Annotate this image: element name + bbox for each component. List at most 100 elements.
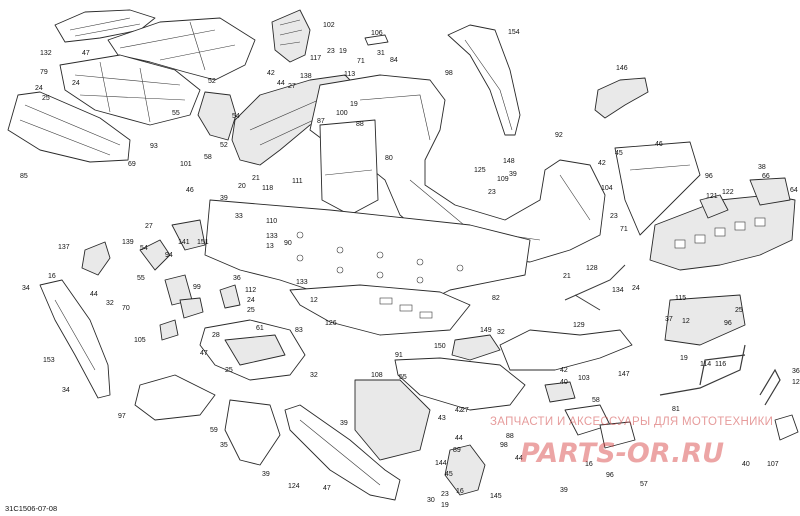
callout-43: 43 <box>438 415 446 422</box>
callout-112: 112 <box>245 287 256 294</box>
callout-39: 39 <box>220 195 228 202</box>
callout-25: 25 <box>735 307 743 314</box>
rear-tube-frame <box>659 344 781 406</box>
callout-145: 145 <box>490 493 502 500</box>
callout-148: 148 <box>503 158 515 165</box>
callout-114: 114 <box>700 361 711 368</box>
footpeg-cover-97 <box>134 374 216 421</box>
callout-149: 149 <box>480 327 492 334</box>
lower-left-panel-59 <box>224 399 281 466</box>
callout-24: 24 <box>247 297 255 304</box>
callout-90: 90 <box>284 240 292 247</box>
callout-34: 34 <box>22 285 30 292</box>
long-side-rail <box>447 24 521 136</box>
callout-44: 44 <box>90 291 98 298</box>
callout-38: 38 <box>758 164 766 171</box>
callout-39: 39 <box>560 487 568 494</box>
callout-146: 146 <box>616 65 628 72</box>
small-tray-121 <box>699 194 729 219</box>
callout-85: 85 <box>20 173 28 180</box>
callout-71: 71 <box>620 226 628 233</box>
callout-102: 102 <box>323 22 335 29</box>
callout-107: 107 <box>767 461 779 468</box>
callout-labels: 132 47 79 24 25 24 85 52 55 93 69 102 11… <box>20 22 800 509</box>
callout-21: 21 <box>252 175 260 182</box>
callout-128: 128 <box>586 265 598 272</box>
callout-33: 33 <box>235 213 243 220</box>
callout-109: 109 <box>497 176 509 183</box>
callout-144: 144 <box>435 460 447 467</box>
bracket-149 <box>451 334 501 361</box>
callout-16: 16 <box>48 273 56 280</box>
callout-55: 55 <box>172 110 180 117</box>
callout-42: 42 <box>455 407 463 414</box>
callout-23: 23 <box>441 491 449 498</box>
callout-64: 64 <box>790 187 798 194</box>
bracket-40 <box>544 381 576 403</box>
callout-40: 40 <box>742 461 750 468</box>
callout-84: 84 <box>390 57 398 64</box>
callout-91: 91 <box>395 352 403 359</box>
small-clip-106 <box>364 34 389 46</box>
callout-45: 45 <box>615 150 623 157</box>
callout-111: 111 <box>292 178 303 185</box>
callout-55: 55 <box>137 275 145 282</box>
callout-52: 52 <box>208 78 216 85</box>
callout-19: 19 <box>441 502 449 509</box>
callout-121: 121 <box>706 193 718 200</box>
callout-124: 124 <box>288 483 300 490</box>
callout-23: 23 <box>610 213 618 220</box>
callout-47: 47 <box>82 50 90 57</box>
callout-87: 87 <box>317 118 325 125</box>
rear-bracket-146 <box>594 77 649 119</box>
callout-108: 108 <box>371 372 383 379</box>
instrument-support <box>197 91 237 141</box>
callout-154: 154 <box>508 29 520 36</box>
bracket-112 <box>219 284 241 309</box>
callout-71: 71 <box>357 58 365 65</box>
floor-panel <box>204 199 531 306</box>
callout-39: 39 <box>509 171 517 178</box>
callout-55: 55 <box>399 374 407 381</box>
callout-21: 21 <box>563 273 571 280</box>
callout-40: 40 <box>560 379 568 386</box>
callout-93: 93 <box>150 143 158 150</box>
callout-36: 36 <box>233 275 241 282</box>
callout-97: 97 <box>118 413 126 420</box>
callout-88: 88 <box>356 121 364 128</box>
rear-reflector-40 <box>774 414 799 441</box>
side-wing-panel <box>7 91 131 163</box>
callout-133: 133 <box>296 279 308 286</box>
rear-flap-96 <box>614 141 701 236</box>
callout-46: 46 <box>655 141 663 148</box>
long-side-bar-147 <box>499 329 633 371</box>
center-cover-88 <box>319 119 379 216</box>
lower-floor-panel <box>289 284 471 336</box>
callout-88: 88 <box>506 433 514 440</box>
callout-113: 113 <box>344 71 355 78</box>
callout-39: 39 <box>262 471 270 478</box>
callout-80: 80 <box>385 155 393 162</box>
watermark-logo: PARTS-OR.RU <box>520 438 724 469</box>
bracket-134 <box>564 264 626 311</box>
callout-118: 118 <box>262 185 273 192</box>
callout-12: 12 <box>792 379 800 386</box>
callout-57: 57 <box>640 481 648 488</box>
callout-54: 54 <box>232 113 240 120</box>
callout-89: 89 <box>453 447 461 454</box>
callout-126: 126 <box>325 320 337 327</box>
clip-105 <box>159 319 179 341</box>
callout-66: 66 <box>762 173 770 180</box>
callout-110: 110 <box>266 218 277 225</box>
callout-16: 16 <box>456 488 464 495</box>
callout-92: 92 <box>555 132 563 139</box>
callout-52: 52 <box>220 142 228 149</box>
callout-59: 59 <box>210 427 218 434</box>
rear-luggage-rack <box>649 194 796 271</box>
callout-27: 27 <box>288 83 296 90</box>
callout-129: 129 <box>573 322 585 329</box>
side-panel-83 <box>199 319 306 381</box>
storage-tray-115 <box>664 294 746 346</box>
callout-115: 115 <box>675 295 686 302</box>
callout-141: 141 <box>178 239 190 246</box>
